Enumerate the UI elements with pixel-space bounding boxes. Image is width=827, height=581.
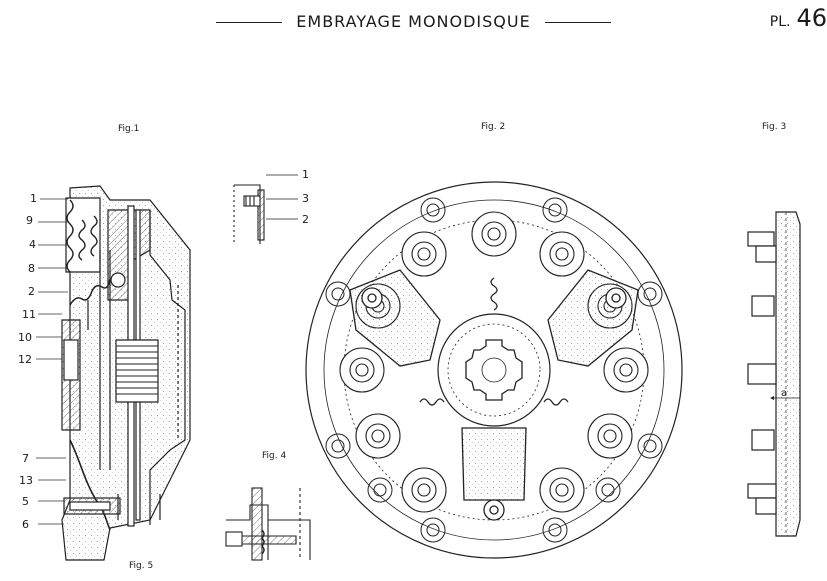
- fig1-callout-6: 6: [22, 518, 29, 531]
- fig1-callout-7: 7: [22, 452, 29, 465]
- fig1-callout-5: 5: [22, 495, 29, 508]
- fig1-clutch-section: [61, 185, 191, 561]
- fig3-side-profile: [747, 211, 801, 537]
- fig1-leaders: [36, 198, 68, 525]
- fig4-detail-top: [233, 174, 298, 244]
- fig2-label: Fig. 2: [481, 122, 506, 132]
- fig4-callout-3: 3: [302, 192, 309, 205]
- fig1-callout-12: 12: [18, 353, 32, 366]
- title-rule-left: [216, 22, 283, 23]
- fig5-label: Fig. 5: [129, 561, 154, 571]
- fig1-callout-13: 13: [19, 474, 33, 487]
- fig1-callout-10: 10: [18, 331, 32, 344]
- fig4-callout-2: 2: [302, 213, 309, 226]
- fig1-callout-11: 11: [22, 308, 36, 321]
- fig1-callout-1: 1: [30, 192, 37, 205]
- plate-number-value: 46: [796, 4, 827, 32]
- fig1-callout-8: 8: [28, 262, 35, 275]
- fig1-callout-2: 2: [28, 285, 35, 298]
- fig4-label: Fig. 4: [262, 451, 287, 461]
- fig1-callout-4: 4: [29, 238, 36, 251]
- plate-title: EMBRAYAGE MONODISQUE: [0, 12, 827, 31]
- fig1-callout-9: 9: [26, 214, 33, 227]
- fig1-label: Fig.1: [118, 124, 140, 134]
- plate-number: PL. 46: [770, 4, 827, 32]
- fig4-detail-bottom: [225, 487, 311, 561]
- fig2-clutch-front-view: [305, 181, 683, 559]
- fig3-label: Fig. 3: [762, 122, 787, 132]
- title-rule-right: [544, 22, 611, 23]
- fig4-callout-1: 1: [302, 168, 309, 181]
- title-text: EMBRAYAGE MONODISQUE: [296, 12, 531, 31]
- plate-prefix: PL.: [769, 14, 791, 30]
